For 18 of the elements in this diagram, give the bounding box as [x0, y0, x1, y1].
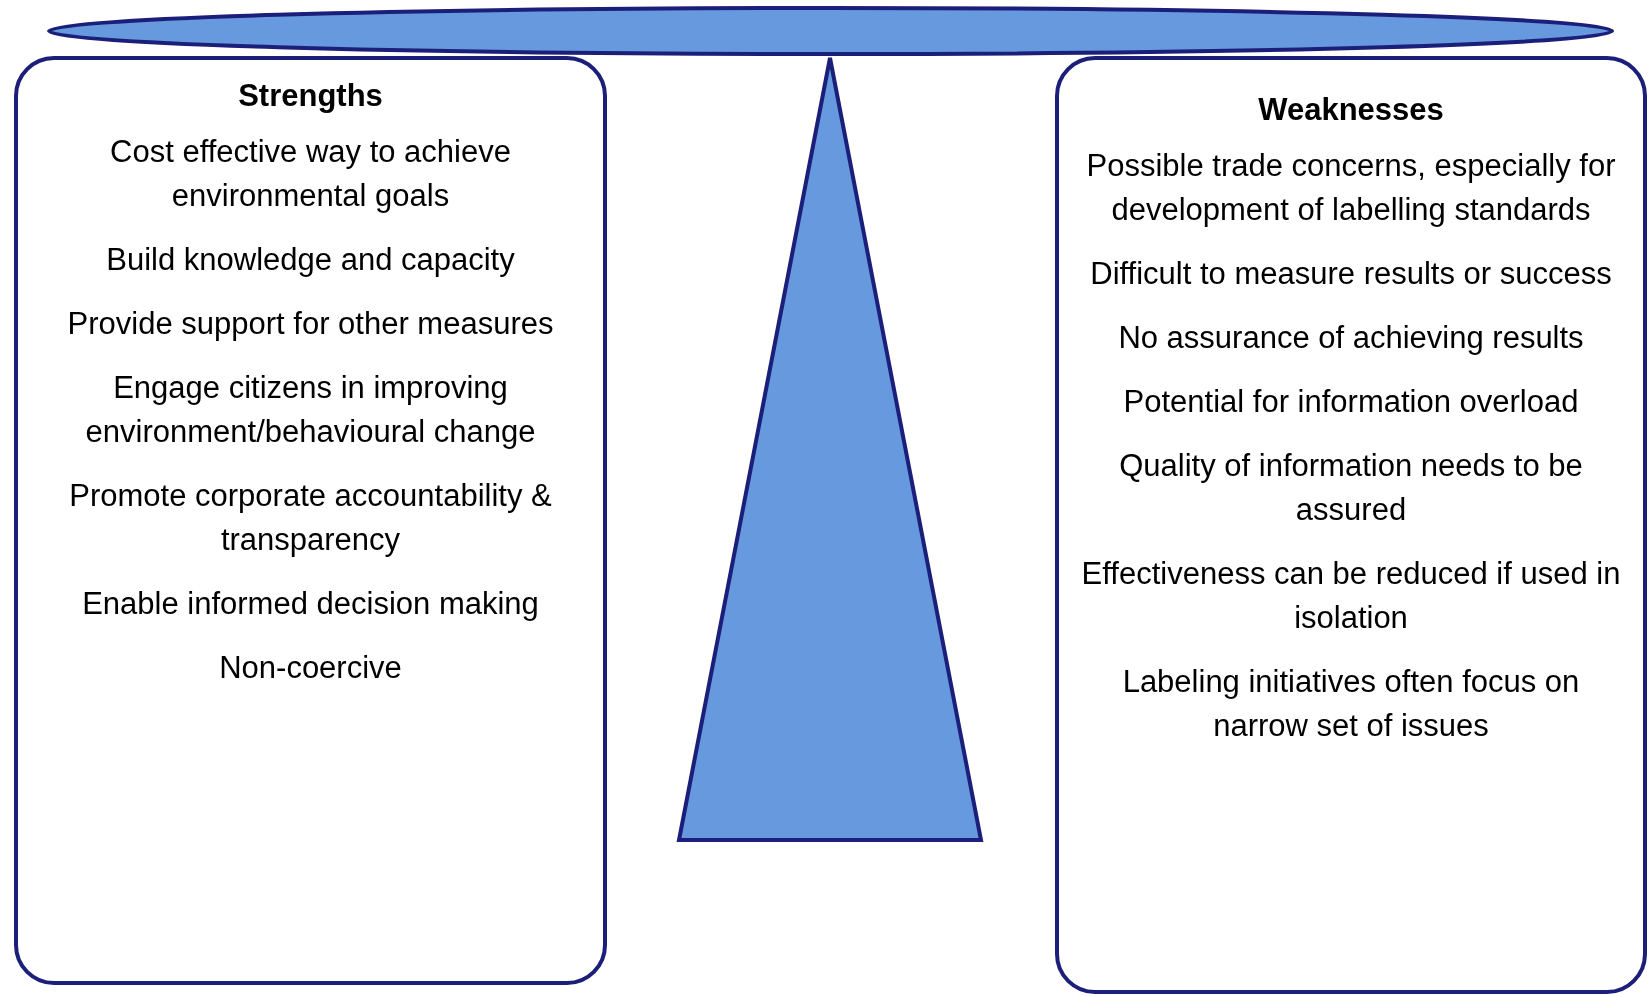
list-item: Potential for information overload — [1122, 383, 1580, 421]
list-item: Non-coercive — [218, 649, 403, 687]
list-item: Engage citizens in improving environment/behavioural change — [84, 369, 537, 451]
list-item: Possible trade concerns, especially for development of labelling standards — [1085, 147, 1617, 229]
list-item: Difficult to measure results or success — [1089, 255, 1613, 293]
list-item: Effectiveness can be reduced if used in isolation — [1080, 555, 1622, 637]
list-item: No assurance of achieving results — [1117, 319, 1585, 357]
panel-heading: Strengths — [237, 77, 384, 115]
list-item: Cost effective way to achieve environmental goals — [109, 133, 512, 215]
text-panel — [14, 56, 607, 985]
list-item: Build knowledge and capacity — [105, 241, 516, 279]
list-item: Enable informed decision making — [81, 585, 540, 623]
list-item: Quality of information needs to be assured — [1118, 447, 1584, 529]
panel-heading: Weaknesses — [1257, 91, 1445, 129]
list-item: Promote corporate accountability & transparency — [68, 477, 553, 559]
text-panel — [1055, 56, 1647, 994]
list-item: Labeling initiatives often focus on narrow set of issues — [1121, 663, 1581, 745]
list-item: Provide support for other measures — [66, 305, 555, 343]
